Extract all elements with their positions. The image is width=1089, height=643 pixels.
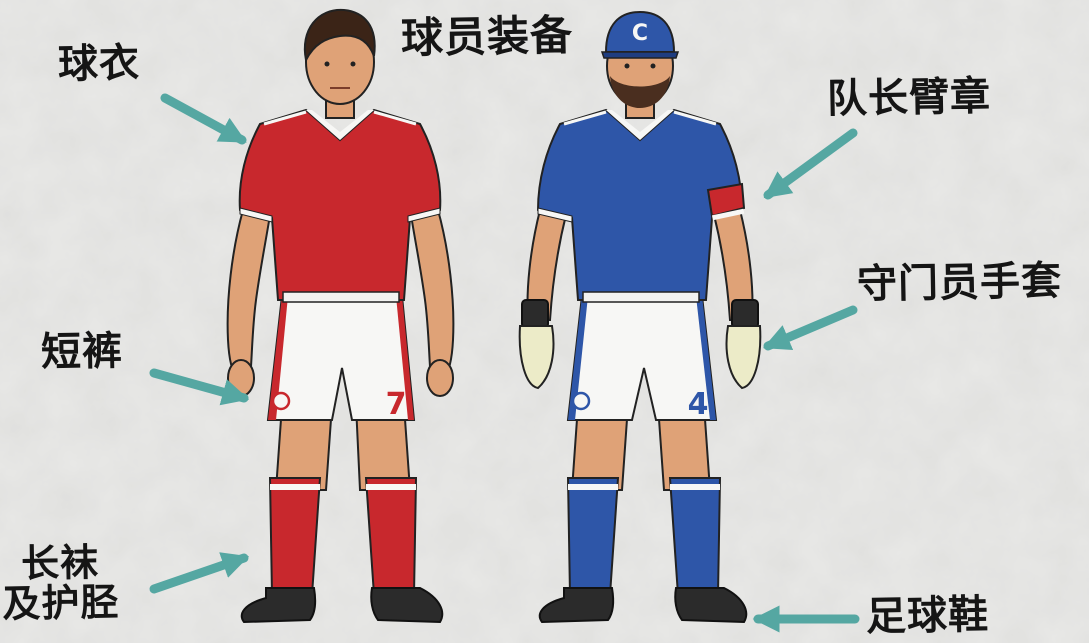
right-player-sleeve-trim-right: [537, 207, 573, 223]
right-player-sock-band-left: [670, 484, 720, 490]
arrow-socks: [149, 552, 250, 594]
right-player-shorts-stripe-right: [568, 296, 588, 420]
player-red-kit: 7: [226, 8, 455, 624]
left-player-shorts-stripe-right: [268, 296, 288, 420]
right-player-boot-right: [538, 587, 615, 624]
right-player-collar: [606, 110, 674, 140]
left-player-boot-right: [240, 587, 317, 624]
left-player-shoulder-stripe-right: [263, 110, 307, 126]
left-player-eye-right: [324, 61, 330, 67]
label-captain-armband: 队长臂章: [826, 73, 992, 123]
right-player-sock-band-right: [568, 484, 618, 490]
right-player-cap-letter: C: [632, 21, 648, 46]
left-player-shorts: [266, 295, 416, 421]
label-jersey: 球衣: [57, 40, 141, 88]
right-player-glove-right: [518, 299, 555, 390]
captain-armband-trim: [711, 208, 745, 221]
right-player-beard: [610, 76, 670, 108]
right-player-cap-brim: [600, 51, 680, 59]
left-player-collar: [306, 110, 374, 140]
player-blue-kit: 4 C: [518, 10, 762, 624]
label-socks-shin-guards: 长袜 及护胫: [1, 540, 120, 626]
left-player-sock-band-left: [366, 484, 416, 490]
label-socks-line2: 及护胫: [1, 579, 120, 626]
right-player-arm-right: [526, 208, 568, 321]
right-player-cap: [604, 10, 676, 53]
right-player-sock-left: [668, 477, 722, 596]
arrow-gloves: [763, 305, 858, 351]
left-player-waistband: [282, 291, 400, 303]
label-boots: 足球鞋: [865, 591, 990, 641]
left-player-hand-left: [426, 359, 454, 397]
left-player-shorts-crest: [271, 391, 291, 411]
right-player-sock-right: [566, 477, 620, 596]
left-player-shoulder-stripe-left: [373, 110, 417, 126]
right-player-waistband: [582, 291, 700, 303]
left-player-sleeve-trim-right: [239, 207, 273, 223]
left-player-shorts-stripe-left: [396, 296, 414, 420]
diagram-title: 球员装备: [400, 10, 574, 63]
right-player-glove-left: [725, 299, 762, 390]
left-player-eye-left: [350, 61, 356, 67]
arrows: [149, 93, 860, 633]
right-player-shorts-stripe-left: [696, 296, 716, 420]
right-player-arm-left: [712, 208, 754, 321]
label-goalkeeper-gloves: 守门员手套: [856, 258, 1063, 308]
left-player-sleeve-trim-left: [407, 207, 441, 223]
left-player-boot-left: [370, 587, 444, 624]
left-player-sock-band-right: [270, 484, 320, 490]
right-player-shorts-number: 4: [688, 387, 709, 422]
right-player-jersey: [536, 108, 744, 301]
right-player-boot-left: [674, 587, 748, 624]
label-socks-line1: 长袜: [20, 540, 100, 586]
left-player-hair: [303, 8, 376, 64]
left-player-jersey: [238, 108, 442, 301]
left-player-sock-right: [268, 477, 322, 596]
arrow-jersey: [160, 93, 247, 145]
right-player-eye-right: [624, 63, 630, 69]
right-player-shoulder-stripe-left: [673, 110, 717, 126]
arrow-armband: [763, 128, 858, 200]
arrow-shorts: [149, 368, 250, 406]
right-player-shoulder-stripe-right: [563, 110, 607, 126]
left-player-shorts-number: 7: [386, 387, 407, 422]
captain-armband: [706, 182, 746, 218]
right-player-shorts-crest: [571, 391, 591, 411]
right-player-eye-left: [650, 63, 656, 69]
left-player-sock-left: [364, 477, 418, 596]
label-shorts: 短裤: [40, 328, 124, 376]
